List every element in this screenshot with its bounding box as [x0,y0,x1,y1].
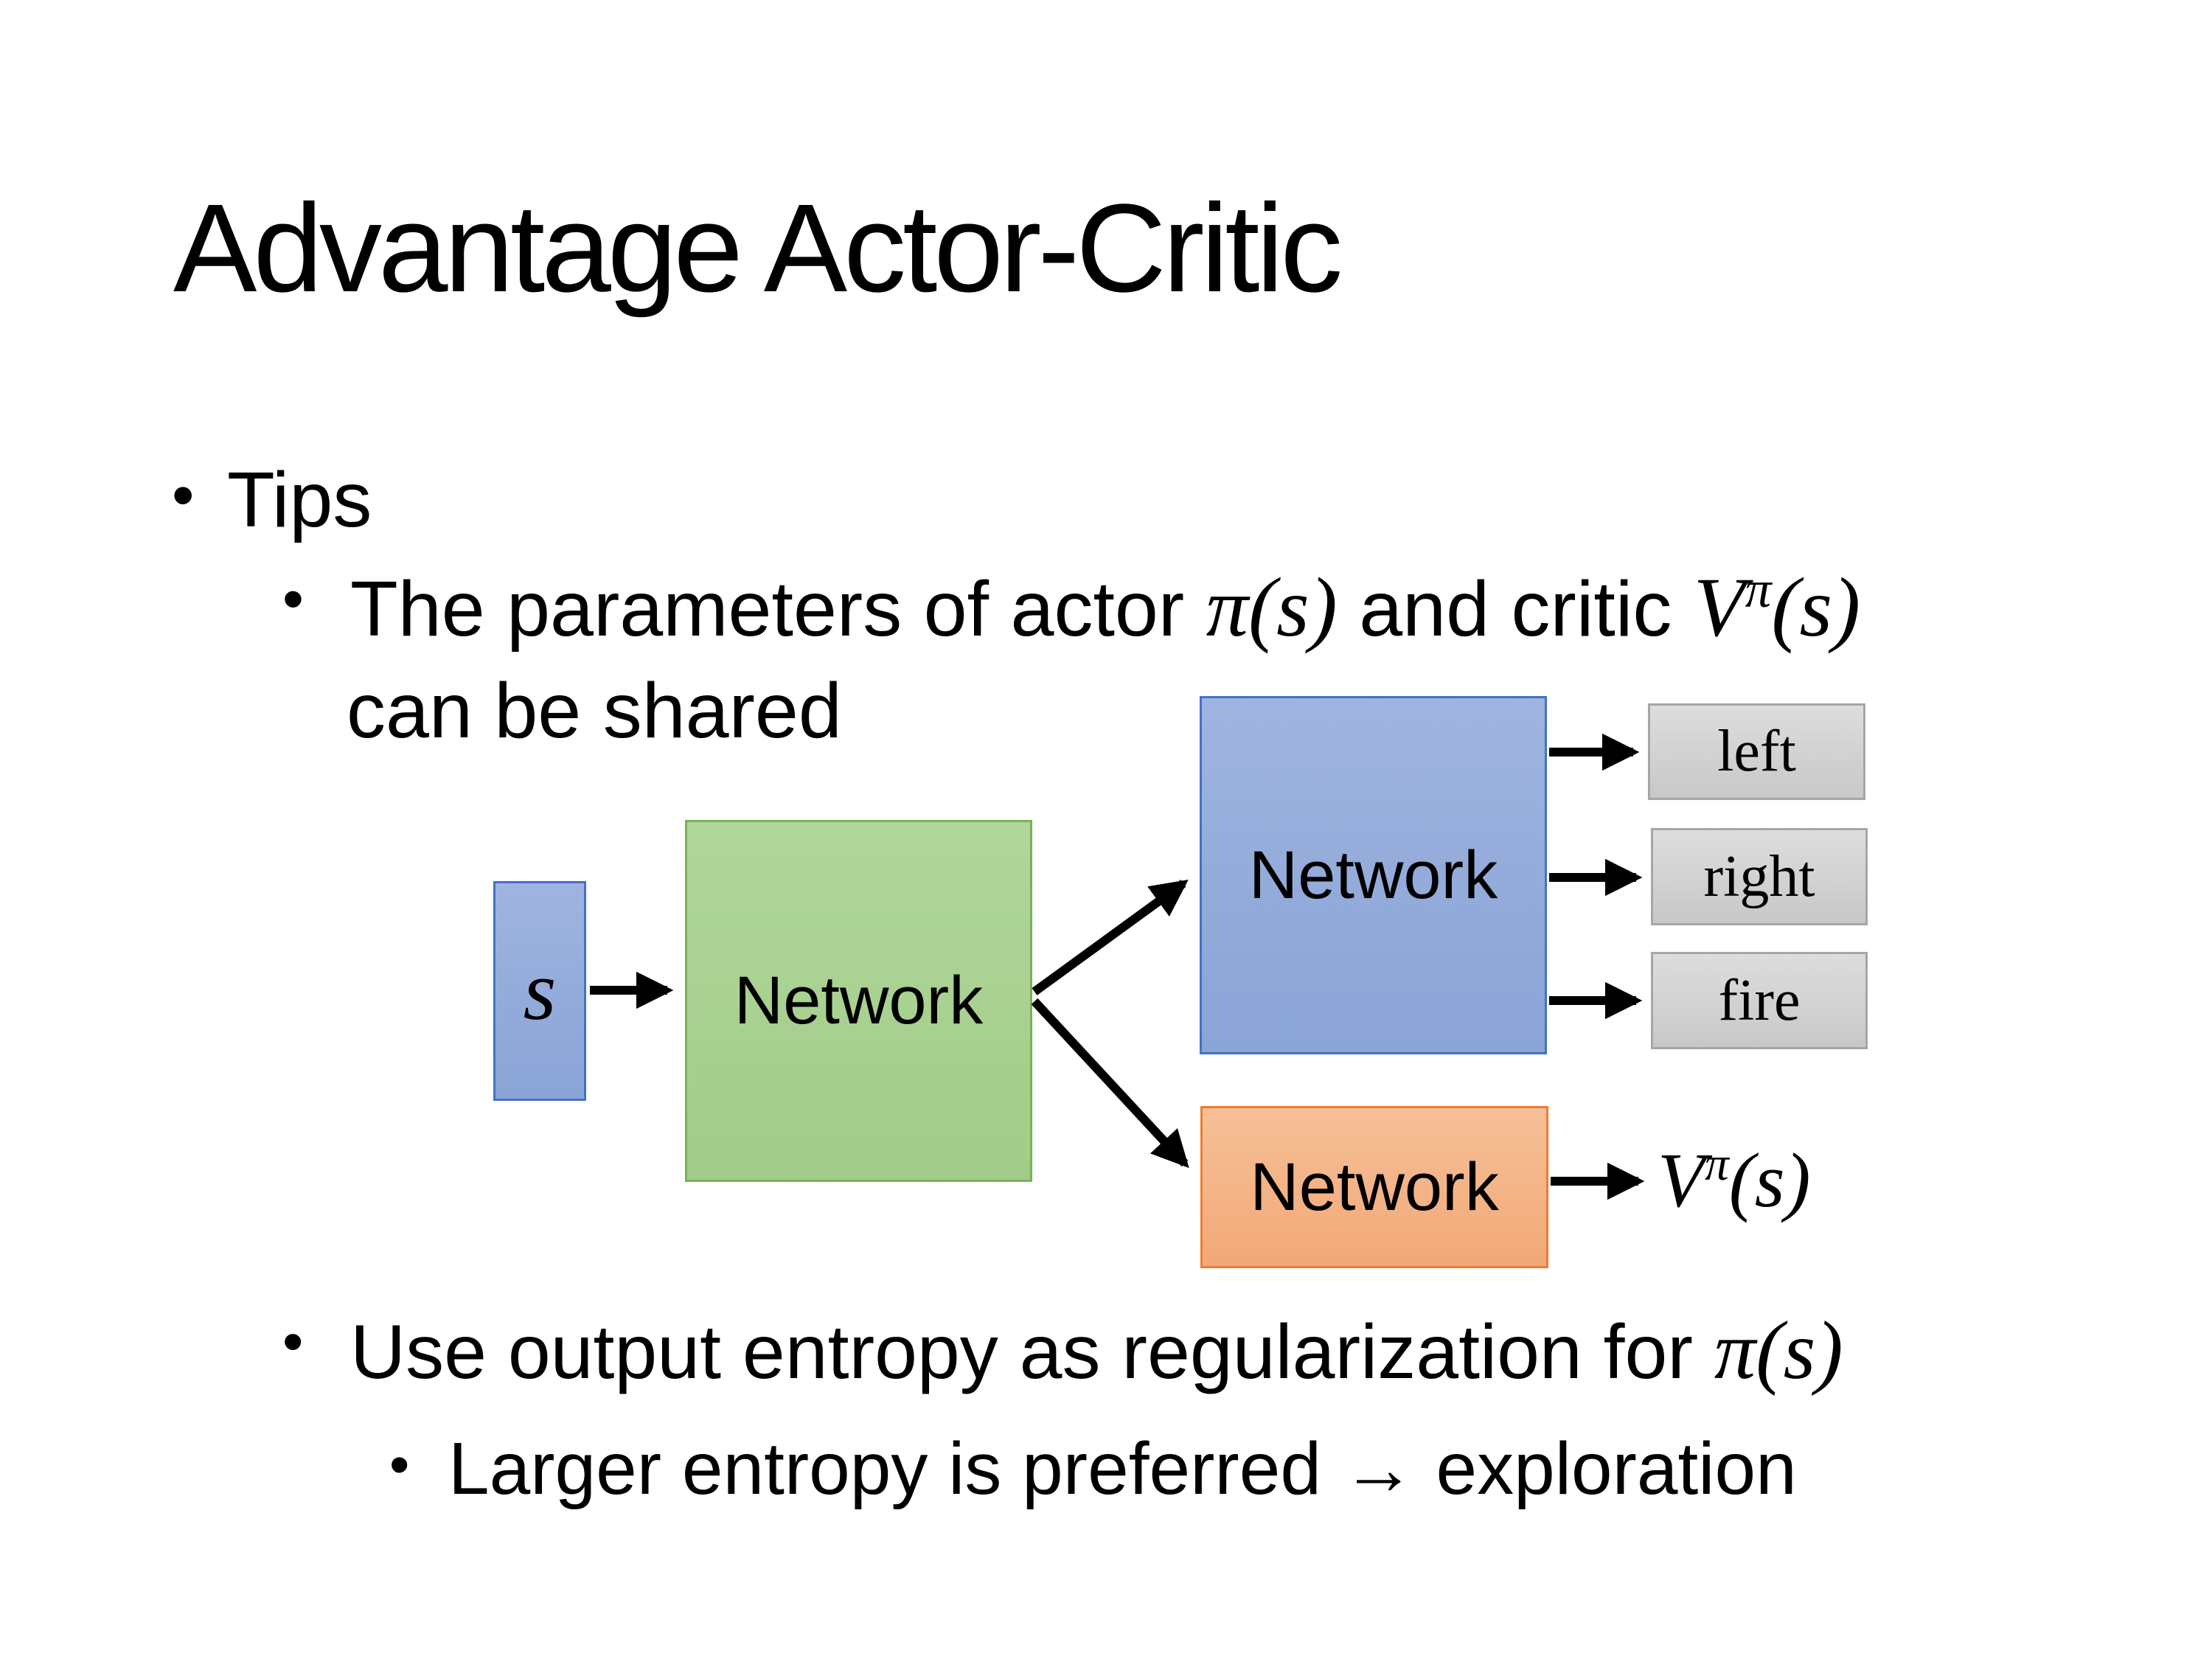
actor-network-label: Network [1248,837,1498,913]
state-input-box: s [493,881,586,1101]
state-label: s [523,944,557,1037]
bullet-larger-entropy: • Larger entropy is preferred → explorat… [389,1423,1797,1515]
parameters-line2: can be shared [347,667,842,754]
arrow-shared-to-critic [1031,998,1189,1169]
shared-network-label: Network [734,963,984,1038]
entropy-prefix: Use output entropy as regularization for [350,1310,1714,1395]
arrow-shared-to-actor [1032,880,1189,995]
action-right-box: right [1651,828,1868,925]
action-left-box: left [1648,703,1865,800]
critic-network-box: Network [1200,1106,1548,1268]
parameters-prefix: The parameters of actor [350,566,1206,653]
pi-s-math: π(s) [1206,560,1338,654]
v-args: (s) [1771,560,1861,654]
action-fire-box: fire [1651,952,1868,1049]
bullet-parameters: • The parameters of actor π(s) and criti… [282,554,1860,660]
shared-network-box: Network [685,820,1032,1182]
critic-network-label: Network [1250,1149,1499,1225]
pi-s-math: π(s) [1714,1305,1843,1397]
parameters-text: The parameters of actor π(s) and critic … [350,554,1860,660]
page-title: Advantage Actor-Critic [173,178,1343,319]
bullet-icon: • [282,1309,304,1375]
action-right-label: right [1703,844,1815,909]
v-sup: π [1745,560,1772,619]
bullet-icon: • [389,1432,410,1497]
bullet-icon: • [172,459,195,531]
value-args: (s) [1728,1137,1811,1223]
tips-text: Tips [227,456,372,543]
action-left-label: left [1717,719,1796,784]
v-base: V [1693,560,1745,654]
value-sup: π [1705,1138,1729,1191]
action-fire-label: fire [1718,967,1801,1033]
value-output-label: Vπ(s) [1658,1135,1811,1225]
actor-network-box: Network [1200,696,1547,1054]
bullet-icon: • [282,564,304,633]
value-base: V [1658,1137,1705,1223]
bullet-entropy: • Use output entropy as regularization f… [282,1299,1843,1402]
larger-entropy-text: Larger entropy is preferred → exploratio… [448,1427,1797,1510]
bullet-tips: • Tips [172,451,372,549]
entropy-text: Use output entropy as regularization for… [350,1299,1843,1402]
v-pi-s-math: Vπ(s) [1694,560,1860,654]
parameters-mid: and critic [1337,566,1694,653]
